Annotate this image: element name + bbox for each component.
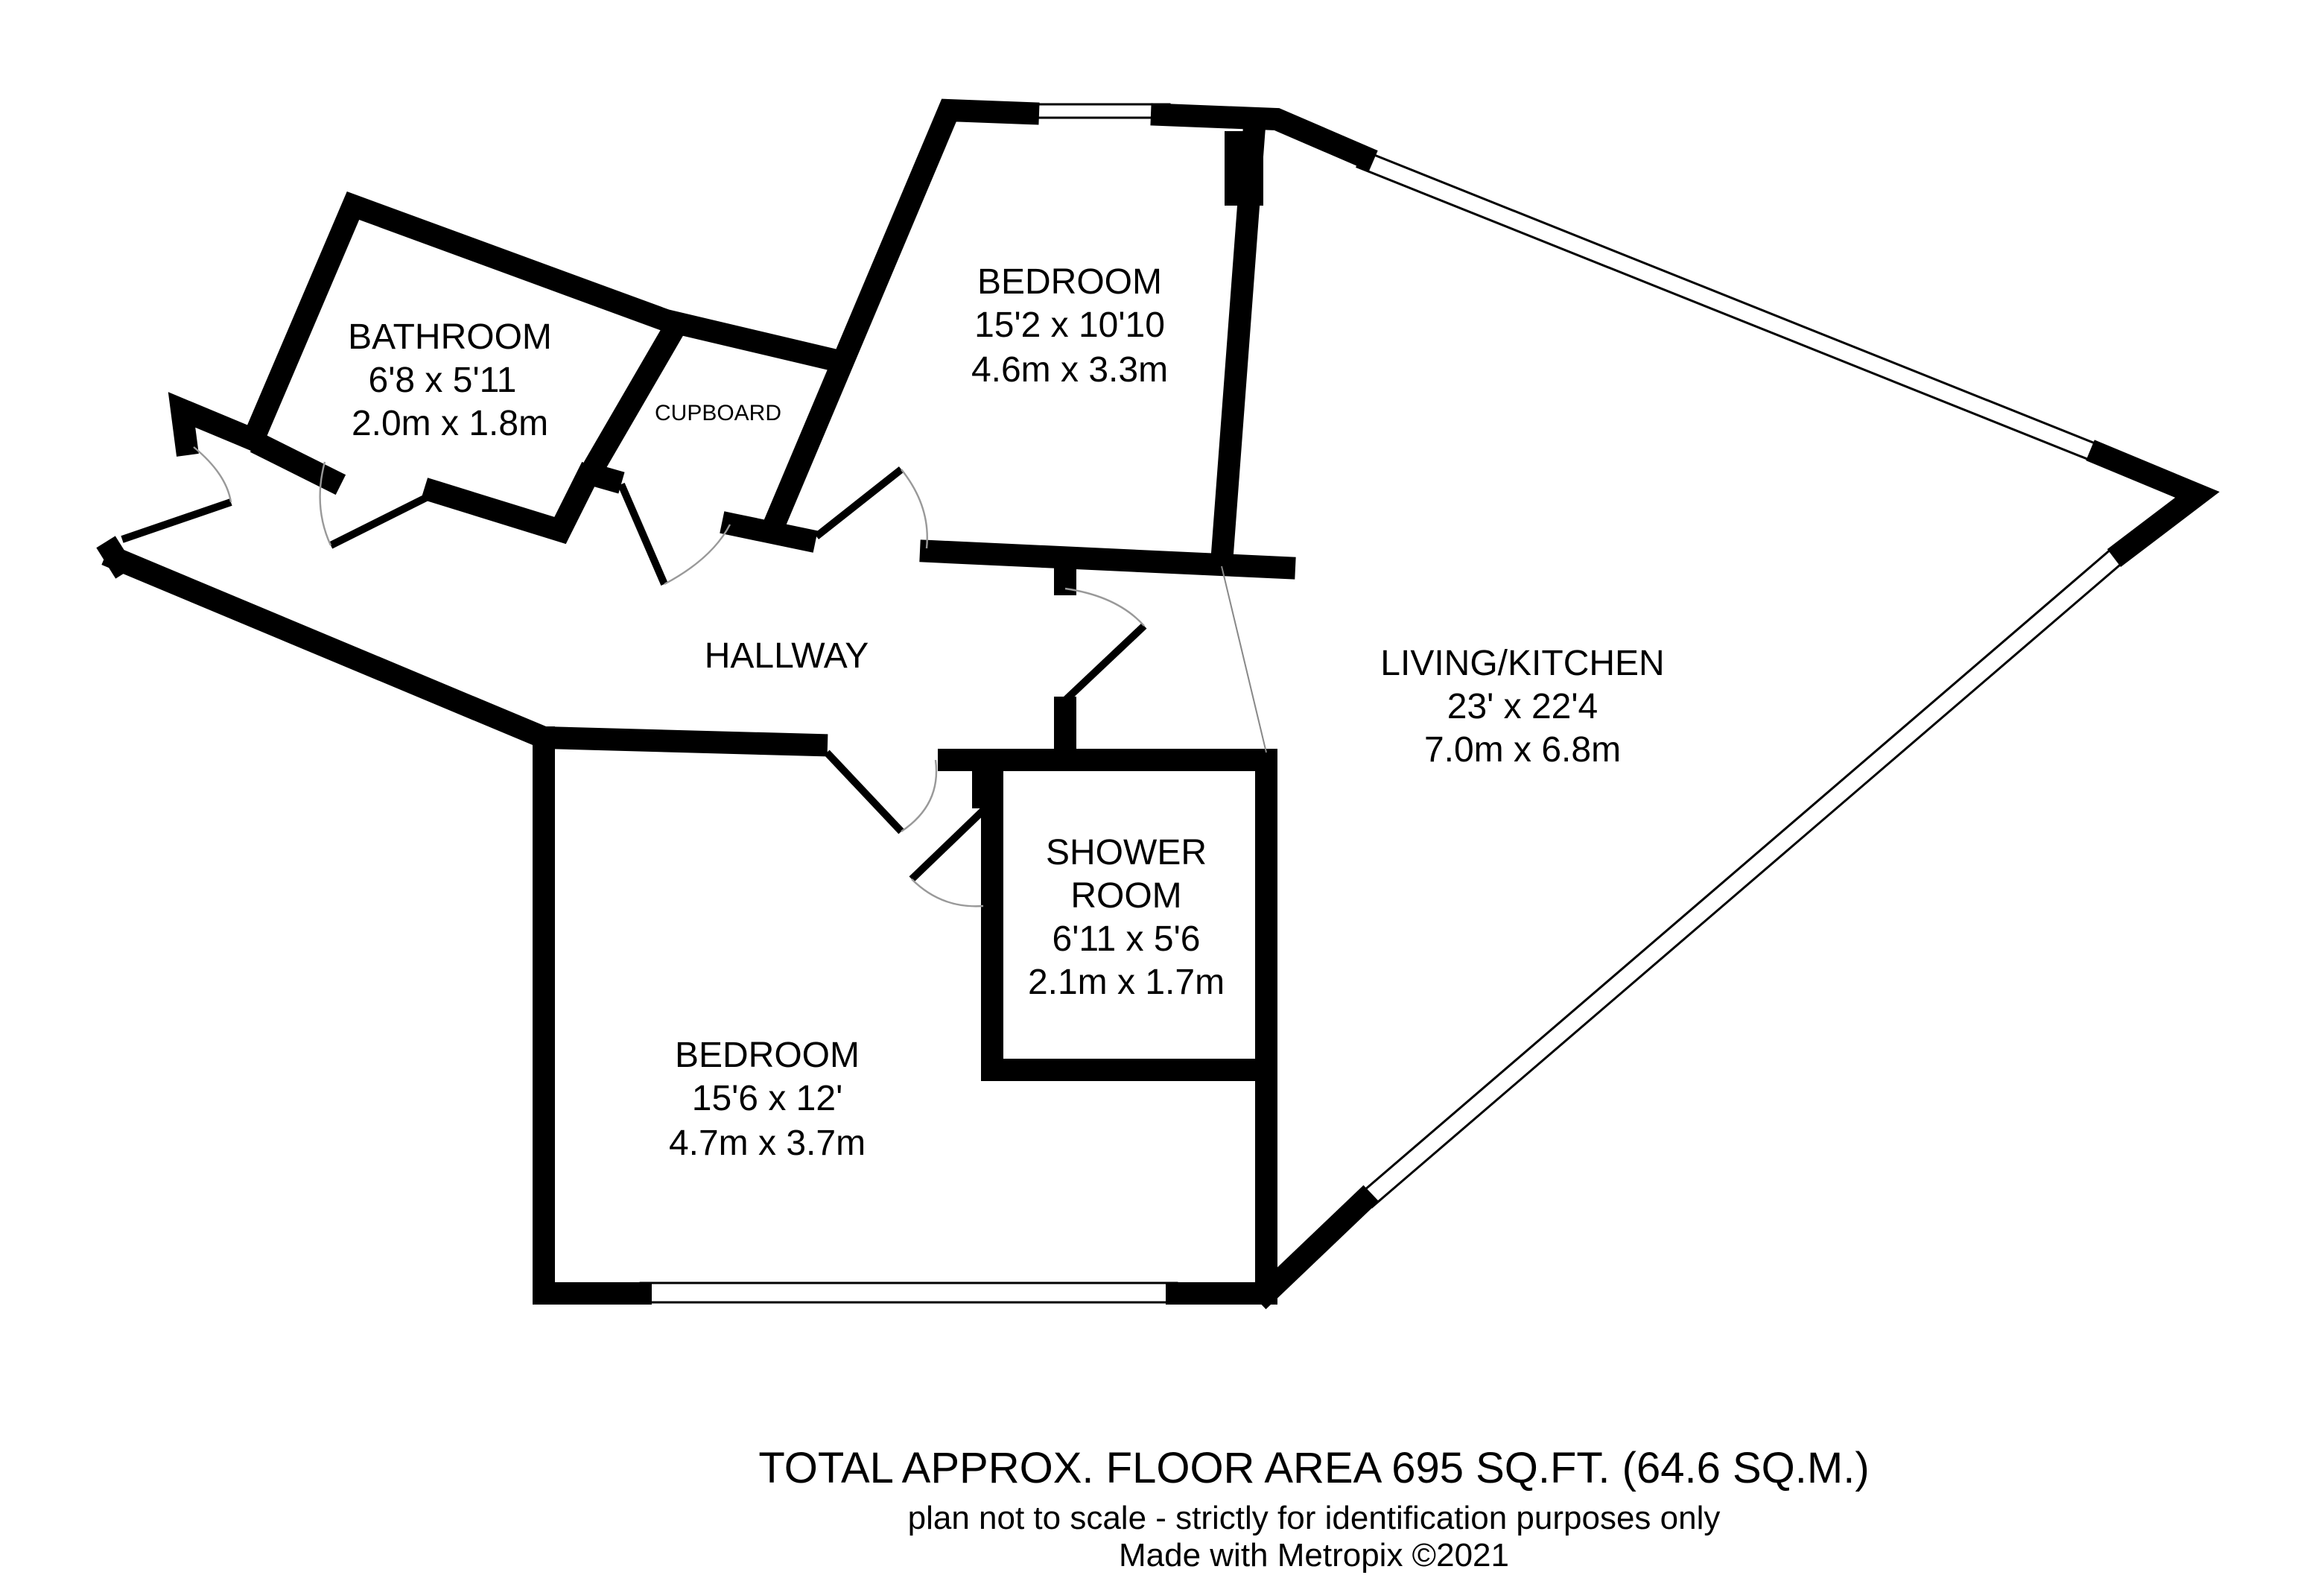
total-floor-area: TOTAL APPROX. FLOOR AREA 695 SQ.FT. (64.… (758, 1444, 1869, 1492)
window-living-top (1356, 149, 2102, 463)
walls (96, 98, 2220, 1310)
window-bedroom-2 (639, 1281, 1178, 1304)
room-size-metric: 2.0m x 1.8m (352, 404, 548, 443)
room-size-imperial: 6'11 x 5'6 (1053, 919, 1201, 959)
room-size-imperial: 23' x 22'4 (1447, 687, 1598, 726)
label-shower-room: SHOWER ROOM 6'11 x 5'6 2.1m x 1.7m (1028, 833, 1225, 1002)
room-size-imperial: 15'6 x 12' (692, 1079, 842, 1118)
credit: Made with Metropix ©2021 (1119, 1537, 1509, 1574)
room-size-metric: 2.1m x 1.7m (1028, 963, 1225, 1002)
windows (639, 103, 2131, 1304)
disclaimer: plan not to scale - strictly for identif… (908, 1500, 1721, 1536)
label-hallway: HALLWAY (705, 636, 869, 676)
room-name: LIVING/KITCHEN (1380, 644, 1664, 683)
label-bedroom-2: BEDROOM 15'6 x 12' 4.7m x 3.7m (669, 1036, 866, 1163)
doors (121, 446, 1267, 907)
room-size-metric: 4.6m x 3.3m (971, 350, 1168, 390)
label-living-kitchen: LIVING/KITCHEN 23' x 22'4 7.0m x 6.8m (1380, 644, 1664, 770)
room-size-imperial: 15'2 x 10'10 (974, 305, 1165, 345)
room-name: BEDROOM (675, 1036, 860, 1075)
label-bedroom-1: BEDROOM 15'2 x 10'10 4.6m x 3.3m (971, 262, 1168, 390)
room-size-metric: 7.0m x 6.8m (1424, 730, 1621, 770)
room-size-imperial: 6'8 x 5'11 (369, 361, 517, 400)
window-bedroom-1 (1026, 103, 1171, 119)
room-size-metric: 4.7m x 3.7m (669, 1124, 866, 1163)
room-name: BEDROOM (977, 262, 1162, 302)
room-name: SHOWER (1046, 833, 1207, 872)
room-name: BATHROOM (348, 317, 552, 357)
label-cupboard: CUPBOARD (655, 401, 781, 425)
room-name: ROOM (1070, 876, 1181, 916)
label-bathroom: BATHROOM 6'8 x 5'11 2.0m x 1.8m (348, 317, 552, 443)
